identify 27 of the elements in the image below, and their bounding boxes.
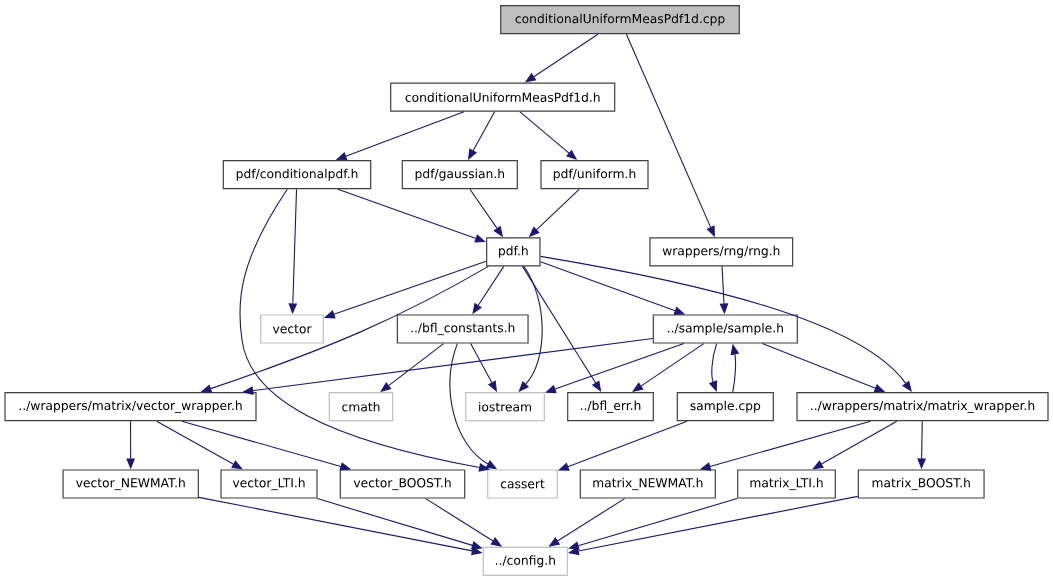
file-box: ../wrappers/matrix/matrix_wrapper.h: [796, 392, 1049, 422]
file-box: matrix_LTI.h: [737, 469, 836, 499]
file-box: ../sample/sample.h: [652, 314, 798, 344]
file-box: vector: [260, 314, 324, 344]
file-box: pdf/conditionalpdf.h: [222, 160, 372, 190]
file-box: ../bfl_err.h: [567, 392, 654, 422]
file-box: vector_BOOST.h: [339, 469, 466, 499]
arrow: [337, 188, 486, 243]
file-box: ../wrappers/matrix/vector_wrapper.h: [4, 392, 257, 422]
arrow: [156, 420, 243, 470]
file-box: conditionalUniformMeasPdf1d.h: [390, 82, 616, 112]
file-box: ../config.h: [482, 546, 568, 576]
file-box: wrappers/rng/rng.h: [649, 237, 794, 267]
file-box: vector_LTI.h: [220, 469, 318, 499]
file-box: pdf.h: [486, 237, 541, 267]
file-box: matrix_BOOST.h: [857, 469, 985, 499]
file-box: ../bfl_constants.h: [396, 314, 529, 344]
file-box: iostream: [465, 392, 545, 422]
file-box: pdf/gaussian.h: [401, 160, 518, 190]
file-box: vector_NEWMAT.h: [62, 469, 199, 499]
file-box: sample.cpp: [676, 392, 774, 422]
file-box: conditionalUniformMeasPdf1d.cpp: [500, 5, 740, 35]
file-box: cassert: [487, 469, 558, 499]
file-box: matrix_NEWMAT.h: [579, 469, 716, 499]
file-box: cmath: [328, 392, 394, 422]
arrow: [812, 420, 898, 470]
file-box: pdf/uniform.h: [540, 160, 649, 190]
